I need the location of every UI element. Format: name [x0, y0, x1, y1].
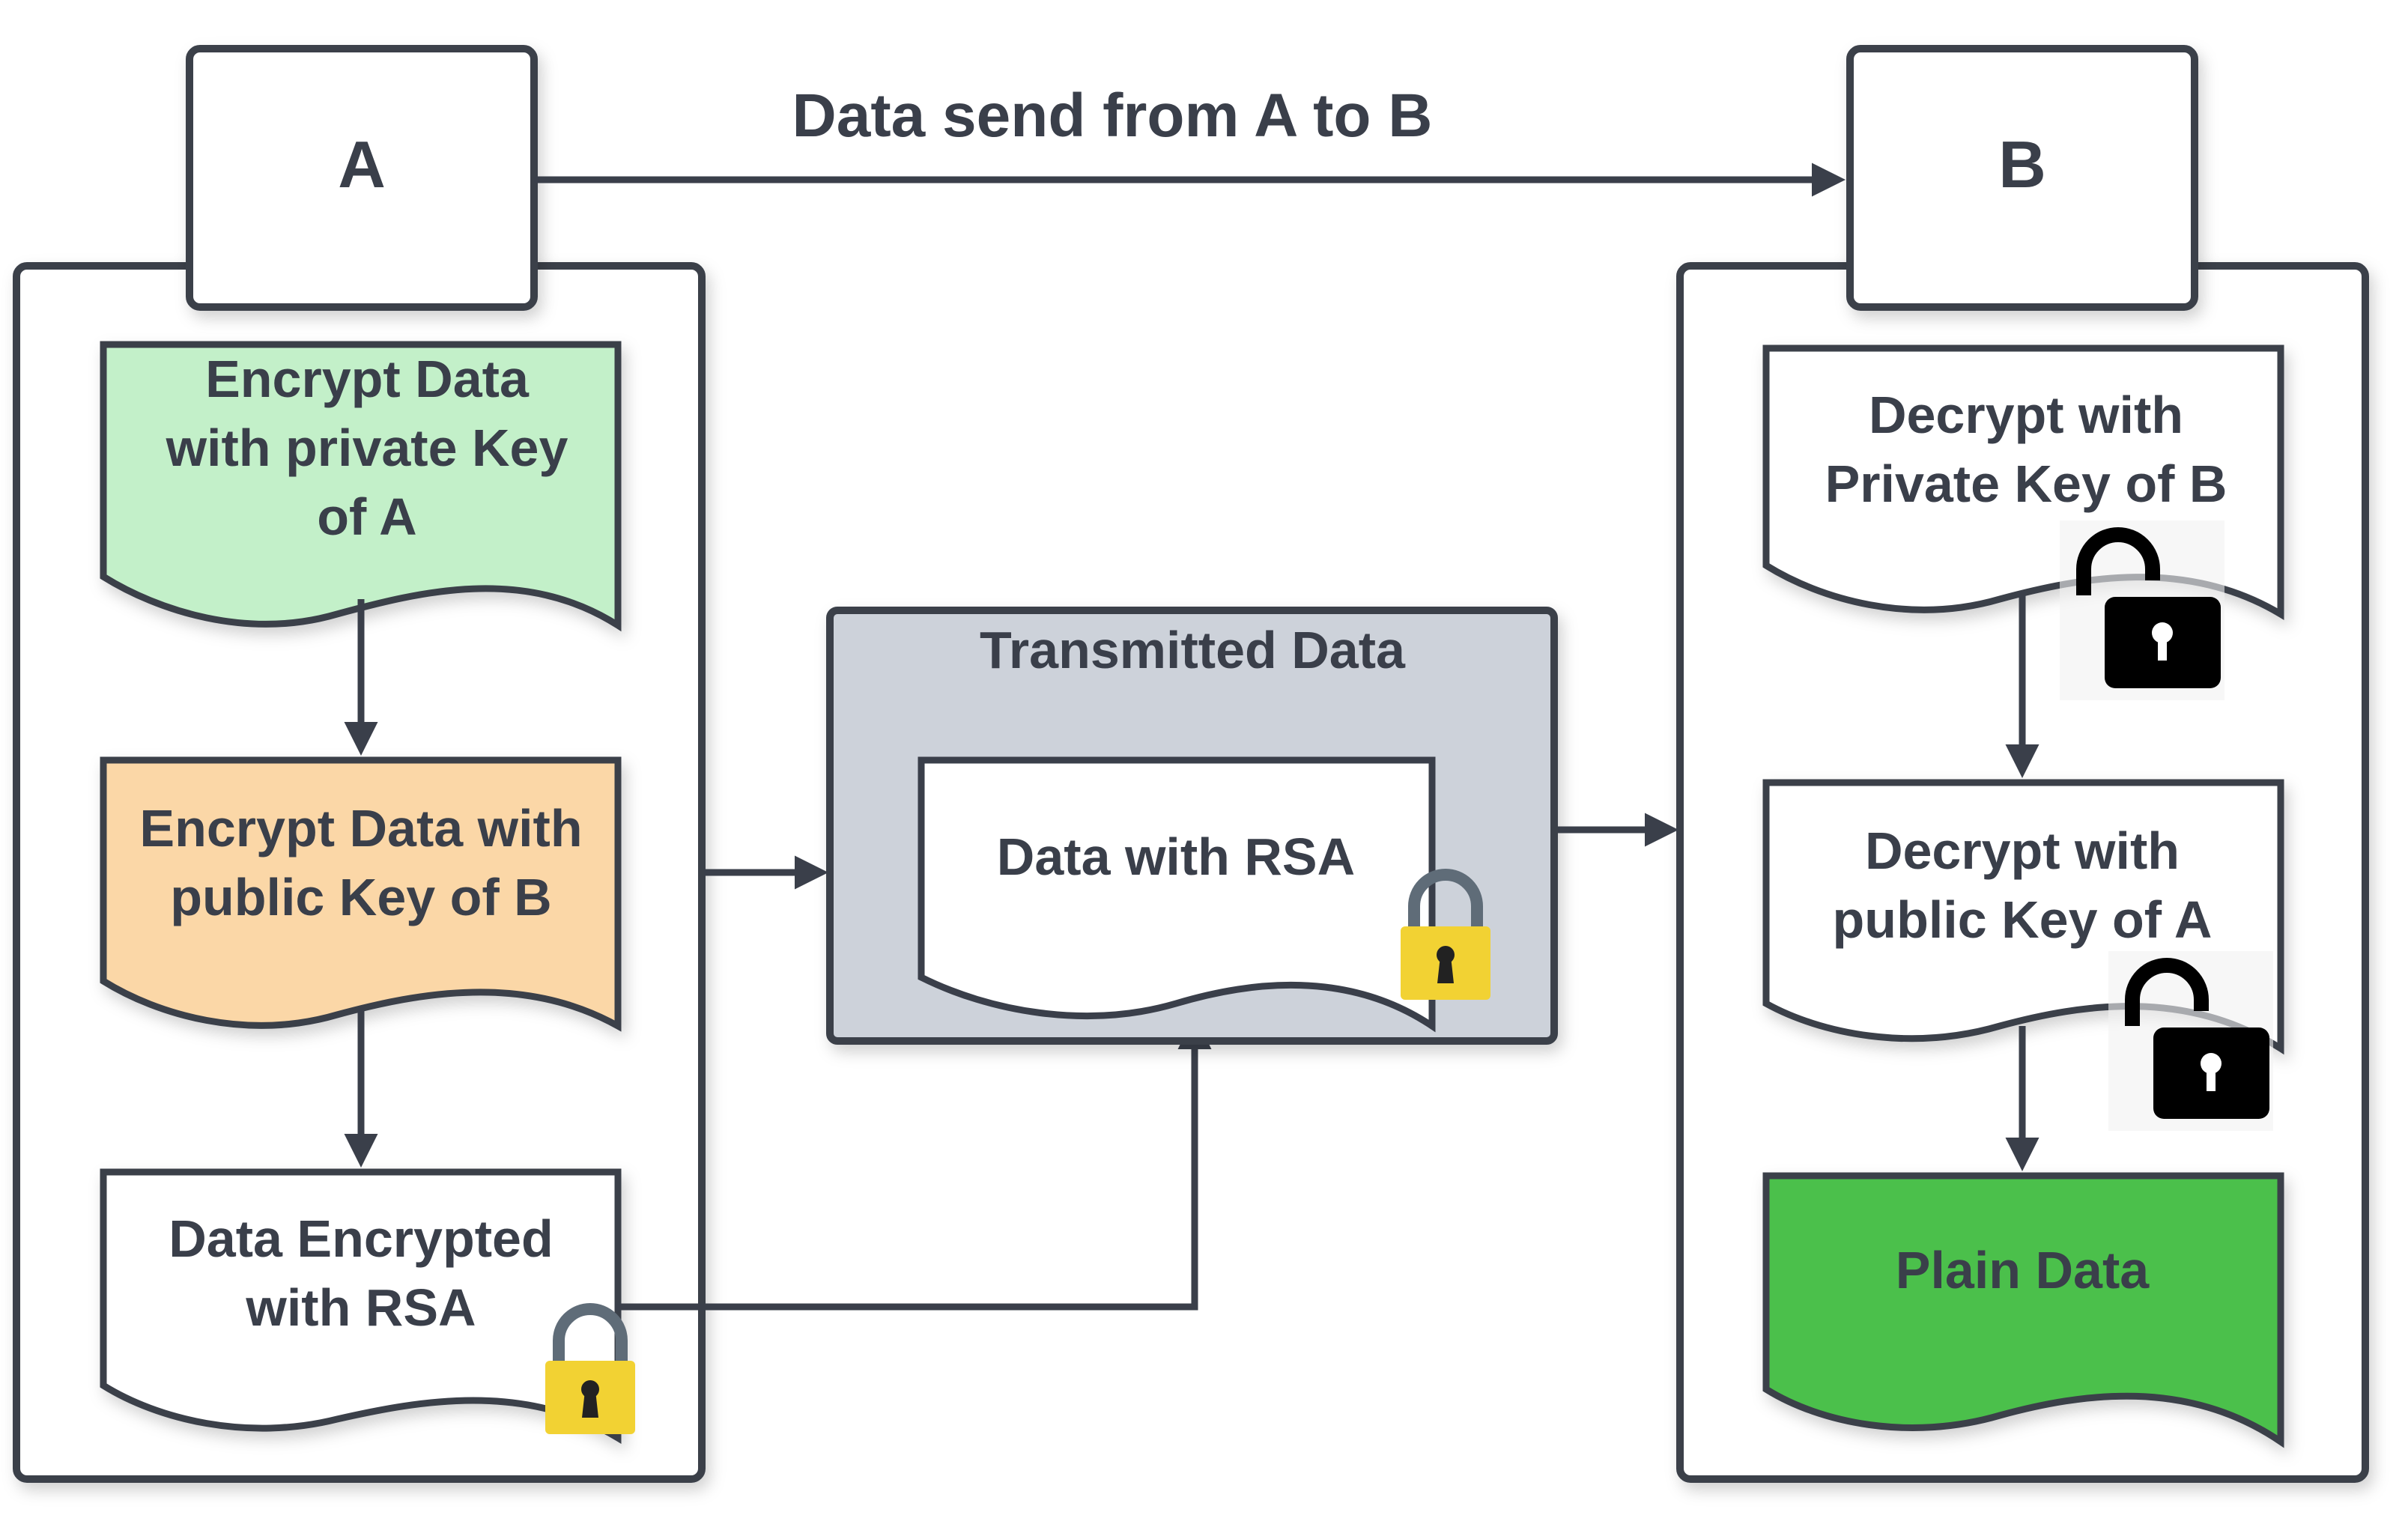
flow-label: Data send from A to B [792, 82, 1433, 150]
plain-data-doc [1762, 1172, 2284, 1448]
decrypt-public-a-line2: public Key of A [1833, 890, 2213, 949]
padlock-unlocked-icon [2060, 520, 2224, 700]
plain-data-label: Plain Data [1896, 1241, 2150, 1299]
data-encrypted-rsa-line1: Data Encrypted [169, 1209, 553, 1268]
encrypt-private-a-line1: Encrypt Data [205, 350, 530, 408]
padlock-locked-icon [545, 1303, 635, 1434]
decrypt-private-b-line2: Private Key of B [1825, 455, 2227, 513]
decrypt-private-b-line1: Decrypt with [1869, 386, 2183, 444]
transmitted-title: Transmitted Data [980, 621, 1406, 679]
node-a-label: A [338, 127, 386, 201]
encrypt-private-a-line3: of A [317, 488, 416, 546]
padlock-unlocked-icon [2108, 951, 2273, 1131]
data-encrypted-rsa-line2: with RSA [245, 1278, 476, 1337]
decrypt-public-a-line1: Decrypt with [1865, 822, 2180, 880]
data-with-rsa-label: Data with RSA [997, 828, 1355, 886]
encrypt-public-b-doc [100, 756, 622, 1032]
encrypt-private-a-line2: with private Key [166, 419, 568, 477]
padlock-locked-icon [1401, 869, 1490, 1000]
node-b-label: B [1998, 127, 2046, 201]
data-with-rsa-doc [918, 756, 1436, 1033]
node-b-box [1846, 45, 2198, 311]
connector-to-transmitted [616, 1016, 1212, 1311]
encrypt-public-b-line2: public Key of B [170, 868, 551, 926]
encrypt-public-b-line1: Encrypt Data with [139, 799, 582, 857]
encrypt-private-a-doc [100, 341, 622, 632]
